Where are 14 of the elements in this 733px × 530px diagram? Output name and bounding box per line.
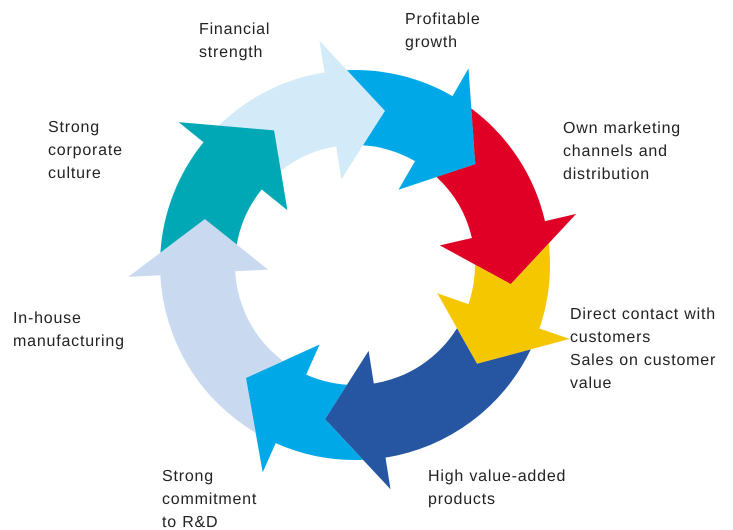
segment-caption: Sales on customer value [570, 351, 718, 394]
arrow-segment [437, 243, 570, 364]
arrow-segment [346, 68, 476, 190]
arrow-segment [246, 344, 364, 472]
arrow-segment [128, 219, 284, 433]
segment-caption: Strong corporate culture [48, 118, 124, 184]
arrow-segment [160, 122, 288, 253]
segment-caption: Financial strength [199, 20, 272, 63]
segment-caption: Profitable growth [405, 10, 482, 53]
segment-caption: Strong commitment to R&D [162, 467, 258, 530]
segment-caption: High value-added products [428, 467, 568, 510]
segment-caption: Own marketing channels and distribution [563, 119, 682, 185]
segment-caption: In-house manufacturing [13, 309, 126, 352]
segment-caption: Direct contact with customers [570, 305, 717, 348]
